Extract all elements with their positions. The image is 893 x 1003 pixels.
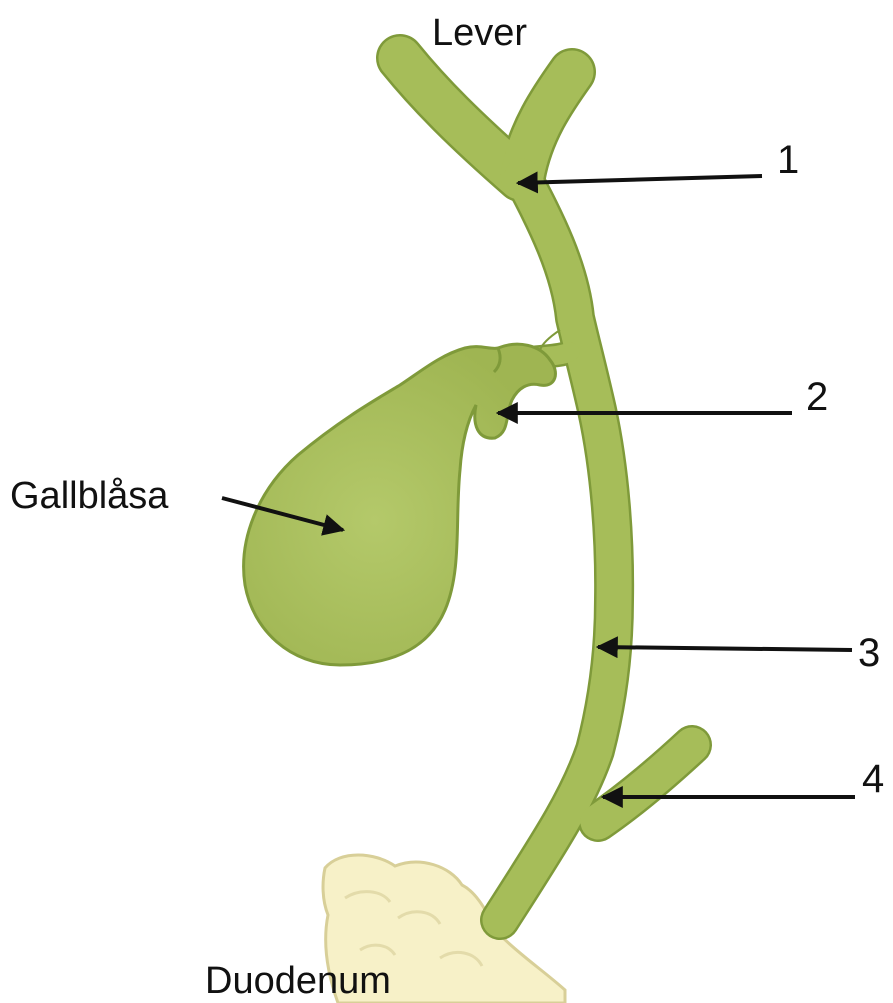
label-liver: Lever — [432, 12, 527, 54]
gallbladder-shape — [244, 330, 560, 665]
label-gallbladder: Gallblåsa — [10, 475, 169, 517]
marker-4: 4 — [862, 757, 884, 801]
label-duodenum: Duodenum — [205, 960, 391, 1002]
arrow-3 — [598, 647, 852, 650]
marker-1: 1 — [777, 138, 799, 182]
left-hepatic-duct — [400, 58, 520, 178]
arrow-1 — [518, 176, 762, 183]
marker-3: 3 — [858, 631, 880, 675]
marker-2: 2 — [806, 375, 828, 419]
